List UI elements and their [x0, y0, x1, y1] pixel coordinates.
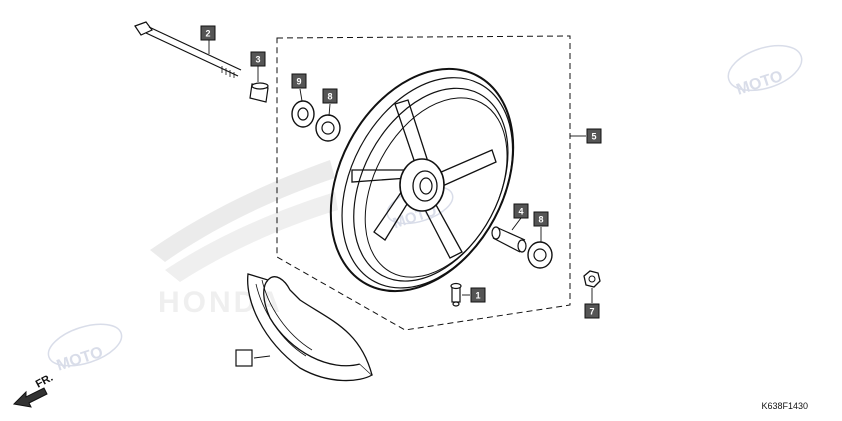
callout-9[interactable]: 9 — [291, 73, 307, 89]
tire-section — [247, 273, 374, 382]
direction-label: FR. — [34, 372, 55, 391]
callout-label: 9 — [296, 77, 301, 87]
callout-label: 5 — [591, 132, 596, 142]
moto-watermark-text: MOTO — [734, 68, 785, 99]
wheel-hub — [399, 158, 445, 212]
callout-8-lower[interactable]: 8 — [533, 211, 549, 227]
axle-spacer — [249, 82, 269, 103]
bearing-8-lower — [527, 241, 553, 269]
moto-watermark-top-right: MOTO — [727, 44, 803, 99]
callout-label: 8 — [538, 215, 543, 225]
reference-code: K638F1430 — [761, 401, 808, 411]
callout-label: 3 — [255, 55, 260, 65]
wheel-spokes — [351, 99, 497, 259]
axle-nut — [583, 270, 601, 288]
callout-8-upper[interactable]: 8 — [322, 88, 338, 104]
callout-3[interactable]: 3 — [250, 51, 266, 67]
callout-2[interactable]: 2 — [200, 25, 216, 41]
wheel-rim — [329, 67, 515, 293]
callout-label: 2 — [205, 29, 210, 39]
callout-7[interactable]: 7 — [584, 303, 600, 319]
moto-watermark-bottom-left: MOTO — [47, 323, 123, 375]
leader-lines — [208, 40, 593, 359]
bearing-8-upper — [315, 114, 341, 142]
callout-label: 4 — [518, 207, 523, 217]
axle-bolt — [134, 21, 242, 78]
assembly-boundary — [276, 35, 571, 331]
moto-watermark-text: MOTO — [55, 344, 106, 375]
callout-4[interactable]: 4 — [513, 203, 529, 219]
bearing-9 — [291, 100, 315, 128]
callout-1[interactable]: 1 — [470, 287, 486, 303]
front-direction-arrow: FR. — [12, 372, 55, 408]
callout-6-blank[interactable] — [235, 349, 253, 367]
callout-5[interactable]: 5 — [586, 128, 602, 144]
callout-label: 8 — [327, 92, 332, 102]
distance-collar — [491, 226, 527, 253]
callout-label: 7 — [589, 307, 594, 317]
tire-valve — [450, 282, 462, 307]
brand-watermark: HONDA — [150, 160, 338, 319]
callout-label: 1 — [475, 291, 480, 301]
